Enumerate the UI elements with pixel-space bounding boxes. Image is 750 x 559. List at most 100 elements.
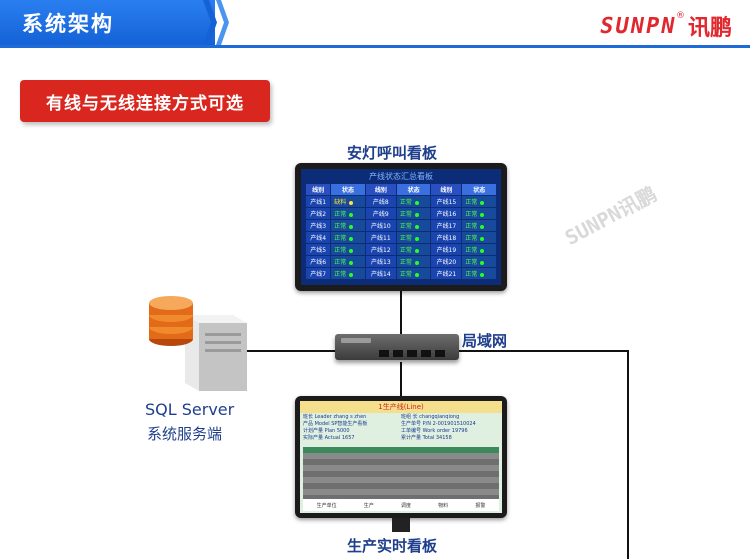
brand-logo: SUNPN ® 讯鹏: [597, 10, 732, 42]
ethernet-port-icon: [393, 350, 403, 357]
andon-board-caption: 安灯呼叫看板: [347, 144, 438, 162]
status-text: 正常: [334, 211, 347, 218]
footer-item: 报警: [475, 502, 486, 509]
line-name-cell: 产线13: [364, 255, 397, 268]
status-text: 正常: [465, 223, 478, 230]
status-cell: 正常: [461, 267, 497, 280]
status-text: 正常: [399, 247, 412, 254]
status-text: 正常: [334, 271, 347, 278]
status-cell: 正常: [330, 207, 366, 220]
status-text: 正常: [399, 259, 412, 266]
andon-screen-title: 产线状态汇总看板: [369, 172, 433, 181]
line-name-cell: 产线16: [430, 207, 463, 220]
brand-logo-cn: 讯鹏: [687, 16, 732, 41]
status-light-icon: [414, 248, 419, 253]
status-light-icon: [349, 212, 354, 217]
connection-options-label: 有线与无线连接方式可选: [20, 80, 270, 122]
production-board-caption: 生产实时看板: [347, 537, 438, 555]
ethernet-port-icon: [407, 350, 417, 357]
col-header-status: 状态: [395, 183, 432, 196]
sql-server-icon: [145, 293, 249, 393]
info-cell: 生产单号 P/N 2-001901510024: [401, 421, 476, 427]
status-light-icon: [349, 236, 354, 241]
sql-server-role-caption: 系统服务端: [147, 425, 223, 443]
status-cell: 正常: [395, 231, 432, 244]
status-text: 正常: [334, 247, 347, 254]
line-name-cell: 产线8: [364, 195, 397, 208]
table-row: [303, 495, 499, 501]
status-cell: 正常: [395, 255, 432, 268]
link-switch-production: [400, 362, 402, 398]
col-header-line: 线别: [304, 183, 332, 196]
link-andon-switch: [400, 290, 402, 338]
status-text: 正常: [334, 259, 347, 266]
status-text: 正常: [399, 235, 412, 242]
info-cell: 实际产量 Actual 1657: [303, 435, 355, 441]
line-name-cell: 产线10: [364, 219, 397, 232]
status-cell: 正常: [330, 231, 366, 244]
status-light-icon: [480, 260, 485, 265]
production-data-grid: [303, 447, 499, 507]
status-light-icon: [414, 260, 419, 265]
line-name-cell: 产线1: [304, 195, 332, 208]
table-row: [303, 483, 499, 489]
info-row: 实际产量 Actual 1657 累计产量 Total 34158: [303, 435, 499, 442]
status-cell: 正常: [395, 219, 432, 232]
header-bar: 系统架构 SUNPN ® 讯鹏: [0, 0, 750, 48]
line-name-cell: 产线17: [430, 219, 463, 232]
production-screen-title: 1生产线(Line): [300, 401, 502, 413]
status-light-icon: [349, 200, 354, 205]
status-cell: 正常: [461, 231, 497, 244]
status-cell: 正常: [395, 195, 432, 208]
line-name-cell: 产线5: [304, 243, 332, 256]
status-text: 正常: [334, 235, 347, 242]
status-cell: 正常: [461, 243, 497, 256]
table-row: [303, 477, 499, 483]
col-header-status: 状态: [461, 183, 497, 196]
info-cell: 计划产量 Plan 5000: [303, 428, 350, 434]
status-cell: 正常: [461, 195, 497, 208]
col-header-line: 线别: [430, 183, 463, 196]
ethernet-port-icon: [379, 350, 389, 357]
info-cell: 累计产量 Total 34158: [401, 435, 452, 441]
status-light-icon: [349, 248, 354, 253]
col-header-line: 线别: [364, 183, 397, 196]
status-light-icon: [349, 260, 354, 265]
status-light-icon: [480, 212, 485, 217]
status-text: 正常: [465, 259, 478, 266]
table-row: [303, 453, 499, 459]
line-name-cell: 产线11: [364, 231, 397, 244]
link-lan-down: [627, 350, 629, 559]
line-name-cell: 产线21: [430, 267, 463, 280]
status-light-icon: [349, 224, 354, 229]
status-cell: 正常: [330, 243, 366, 256]
status-light-icon: [414, 224, 419, 229]
line-name-cell: 产线18: [430, 231, 463, 244]
status-text: 正常: [465, 247, 478, 254]
status-text: 正常: [399, 271, 412, 278]
status-cell: 正常: [330, 267, 366, 280]
status-light-icon: [414, 212, 419, 217]
production-footer: 生产单位生产调度物料报警: [303, 499, 499, 511]
line-name-cell: 产线20: [430, 255, 463, 268]
info-cell: 工单编号 Work order 19796: [401, 428, 468, 434]
status-cell: 正常: [395, 243, 432, 256]
status-cell: 缺料: [330, 195, 366, 208]
link-switch-lan: [458, 350, 628, 352]
status-text: 正常: [465, 211, 478, 218]
line-name-cell: 产线15: [430, 195, 463, 208]
status-text: 缺料: [334, 199, 347, 206]
brand-logo-en: SUNPN: [597, 13, 679, 39]
status-light-icon: [480, 236, 485, 241]
